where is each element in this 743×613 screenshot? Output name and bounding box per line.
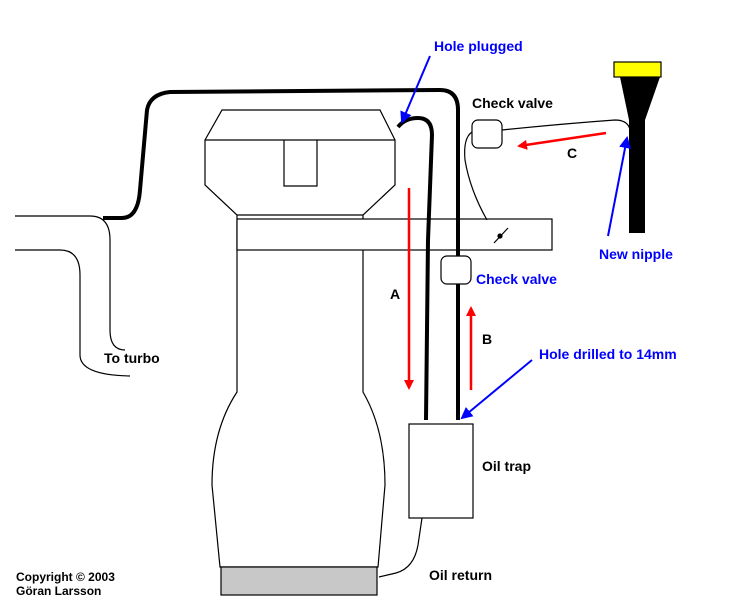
label-arrow-b: B [482, 331, 493, 347]
breather-hose [103, 87, 460, 420]
mid-check-valve [440, 255, 472, 285]
label-arrow-a: A [390, 286, 401, 302]
oil-return-line [378, 517, 423, 578]
label-hole-plugged: Hole plugged [434, 38, 523, 54]
oil-sump [220, 566, 378, 596]
label-hole-drilled: Hole drilled to 14mm [539, 346, 677, 362]
label-oil-return: Oil return [429, 567, 493, 583]
filler-neck [613, 61, 662, 233]
copyright-line-2: Göran Larsson [16, 584, 102, 598]
engine-block [204, 109, 396, 568]
turbo-intake-pipe [15, 215, 131, 377]
label-new-nipple: New nipple [599, 246, 673, 262]
filler-cap [613, 61, 662, 78]
label-check-valve-top: Check valve [472, 95, 553, 111]
arrow-c [517, 131, 607, 150]
copyright-line-1: Copyright © 2003 [16, 570, 115, 584]
oil-trap-box [408, 423, 474, 519]
label-oil-trap: Oil trap [482, 458, 532, 474]
pointer-hole-plugged [400, 55, 431, 124]
pointer-hole-drilled [460, 359, 533, 420]
top-check-valve [471, 119, 503, 149]
pointer-new-nipple [607, 136, 631, 237]
label-to-turbo: To turbo [104, 350, 160, 366]
throttle-bar [236, 218, 553, 251]
trap-hose-left [396, 115, 435, 421]
hose-to-nipple [501, 119, 631, 131]
label-arrow-c: C [567, 145, 578, 161]
hose-to-top-valve [464, 131, 488, 221]
label-check-valve-mid: Check valve [476, 271, 557, 287]
